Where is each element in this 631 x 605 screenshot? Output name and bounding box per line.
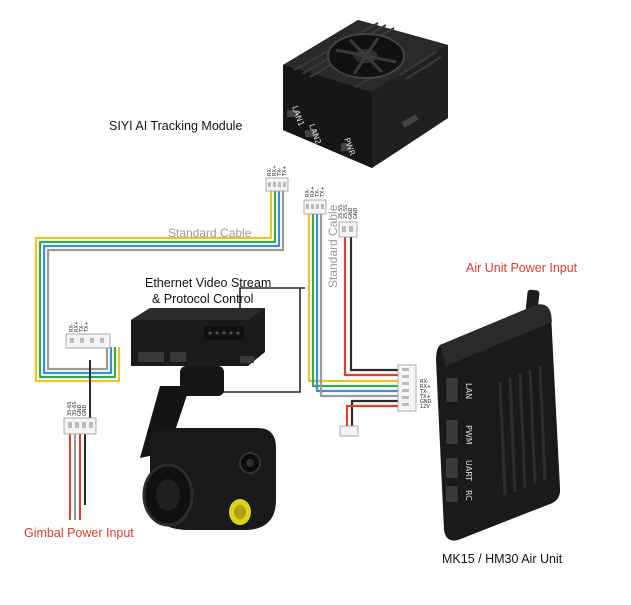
air-unit-power-cable [345,399,398,428]
module-lan1-pin-4: TX+ [282,165,288,177]
air-unit-port-rc: RC [464,490,473,501]
air-unit-lan-connector: RX- RX+ TX- TX+ GND 12V [397,364,432,412]
air-unit-label: MK15 / HM30 Air Unit [442,552,563,566]
gimbal-eth-connector: RX- RX+ TX- TX+ [65,321,111,349]
module-lan2-pin-3: TX- [315,189,321,198]
gimbal-power-cable [69,360,91,520]
gimbal-power-label: Gimbal Power Input [24,526,134,540]
gimbal-eth-pin-3: TX- [79,324,85,333]
gimbal-eth-pin-2: RX+ [74,321,80,332]
gimbal-power-connector: 3S-6S 3S-6S GND GND [63,401,97,435]
air-unit-lan-pin-1: RX- [420,379,429,385]
module-pwr-pin-1: 25.5S [338,205,344,219]
module-pwr-pin-4: GND [353,207,359,219]
gimbal-power-pin-2: 3S-6S [72,401,78,416]
air-unit-lan-pin-6: 12V [420,404,430,410]
standard-cable-label-vertical: Standard Cable [326,204,340,288]
module-power-cable [343,236,398,377]
standard-cable-module-to-gimbal [34,188,285,383]
air-unit-power-connector [339,425,359,437]
module-pwr-pin-2: 25.5S [343,205,349,219]
module-lan2-pin-2: RX+ [310,186,316,197]
gimbal-power-pin-1: 3S-6S [67,401,73,416]
air-unit-port-lan: LAN [464,383,473,399]
module-lan2-pin-4: TX+ [320,186,326,198]
air-unit-lan-pin-3: TX- [419,389,428,395]
module-pwr-pin-3: GND [348,207,354,219]
gimbal-power-pin-3: GND [77,404,83,416]
ethernet-label-line1: Ethernet Video Stream [145,276,272,290]
module-pwr-connector: 25.5S 25.5S GND GND [338,205,359,238]
air-unit-port-uart: UART [464,460,473,481]
tracking-module-label: SIYI AI Tracking Module [109,119,243,133]
ethernet-label-line2: & Protocol Control [152,292,254,306]
gimbal-camera [131,308,276,530]
module-lan2-pin-1: RX- [305,188,311,197]
standard-cable-module-to-air-unit [307,213,398,398]
air-unit-power-label: Air Unit Power Input [466,261,578,275]
standard-cable-label-horizontal: Standard Cable [168,226,252,240]
module-lan1-pin-3: TX- [277,168,283,177]
air-unit-lan-pin-2: RX+ [420,384,431,390]
air-unit-port-pwm: PWM [464,425,473,445]
gimbal-power-pin-4: GND [82,404,88,416]
module-lan2-connector: RX- RX+ TX- TX+ [303,186,327,215]
module-lan1-pin-1: RX- [267,167,273,176]
gimbal-eth-pin-4: TX+ [84,321,90,333]
gimbal-eth-pin-1: RX- [69,323,75,332]
ai-tracking-module: LAN1 LAN2 PWR [283,20,448,168]
air-unit-lan-pin-4: TX+ [419,394,431,400]
air-unit: LAN PWM UART RC [436,289,561,541]
module-lan1-pin-2: RX+ [272,165,278,176]
air-unit-lan-pin-5: GND [420,399,432,405]
module-lan1-connector: RX- RX+ TX- TX+ [265,165,289,192]
